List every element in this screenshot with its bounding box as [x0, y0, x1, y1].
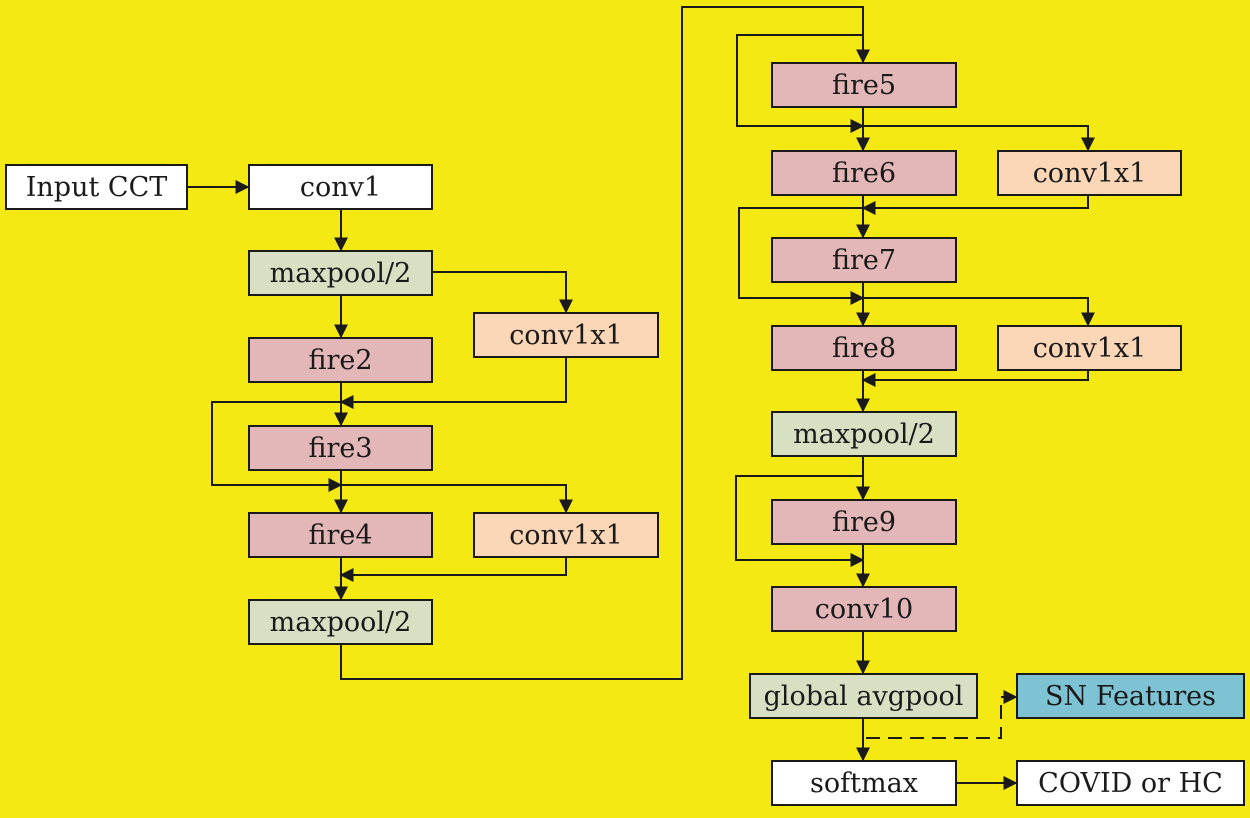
fire8-node: fire8 [771, 325, 957, 371]
fire6-node: fire6 [771, 150, 957, 196]
edge-merge-conv1x1-c [863, 125, 1095, 152]
softmax-node: softmax [771, 760, 957, 806]
sn-features-node: SN Features [1016, 673, 1245, 719]
output-node: COVID or HC [1016, 760, 1245, 806]
edge-conv1x1-d-merge [861, 370, 1089, 387]
maxpool-node-2: maxpool/2 [248, 599, 433, 645]
edge-conv1x1-b-merge [339, 558, 567, 582]
edge-maxpool2-fire5 [340, 6, 870, 680]
edge-maxpool1-conv1x1-a [432, 271, 573, 314]
fire5-node: fire5 [771, 62, 957, 108]
edge-skip-fire5 [736, 34, 865, 133]
fire3-node: fire3 [248, 425, 433, 471]
fire4-node: fire4 [248, 512, 433, 558]
edge-conv1x1-a-merge [339, 357, 567, 409]
global-avgpool-node: global avgpool [749, 673, 978, 719]
conv1x1-node-c: conv1x1 [997, 150, 1182, 196]
edge-merge-conv1x1-b [341, 484, 573, 514]
edge-merge-conv1x1-d [863, 297, 1095, 327]
edge-skip-fire3 [211, 401, 343, 492]
fire2-node: fire2 [248, 337, 433, 383]
conv1x1-node-d: conv1x1 [997, 325, 1182, 371]
conv1x1-node-b: conv1x1 [473, 512, 659, 558]
conv10-node: conv10 [771, 586, 957, 632]
edge-conv1x1-c-merge [861, 195, 1089, 215]
edge-skip-fire7 [738, 207, 865, 305]
maxpool-node-3: maxpool/2 [771, 411, 957, 457]
fire7-node: fire7 [771, 237, 957, 283]
maxpool-node-1: maxpool/2 [248, 250, 433, 296]
fire9-node: fire9 [771, 499, 957, 545]
conv1-node: conv1 [248, 164, 433, 210]
input-cct-node: Input CCT [5, 164, 188, 210]
conv1x1-node-a: conv1x1 [473, 312, 659, 358]
edge-skip-fire9 [735, 475, 865, 567]
edge-avgpool-sn-features [866, 690, 1018, 739]
